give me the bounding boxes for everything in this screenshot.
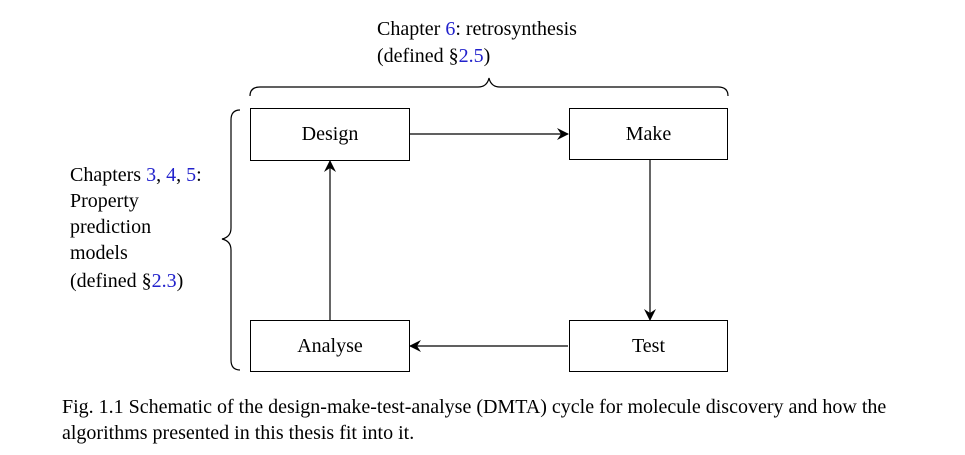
chapter-6-link[interactable]: 6 — [445, 18, 456, 40]
chapter-5-link[interactable]: 5 — [186, 164, 197, 186]
node-design: Design — [250, 108, 410, 161]
left-label-line4: models — [70, 242, 128, 264]
left-label-line1: Chapters 3, 4, 5: — [70, 164, 202, 186]
left-label-line2: Property — [70, 190, 139, 212]
left-label-line5: (defined §2.3) — [70, 270, 184, 292]
left-brace — [221, 109, 241, 371]
top-brace — [249, 77, 729, 97]
section-2-3-link[interactable]: 2.3 — [151, 270, 177, 292]
node-make: Make — [569, 108, 728, 160]
chapter-3-link[interactable]: 3 — [146, 164, 157, 186]
left-label-line3: prediction — [70, 216, 152, 238]
figure-caption: Fig. 1.1 Schematic of the design-make-te… — [62, 396, 887, 444]
node-analyse: Analyse — [250, 320, 410, 372]
section-2-5-link[interactable]: 2.5 — [458, 45, 484, 67]
node-test: Test — [569, 320, 728, 372]
chapter-4-link[interactable]: 4 — [166, 164, 177, 186]
top-label-line1: Chapter 6: retrosynthesis — [377, 18, 577, 40]
top-label-line2: (defined §2.5) — [377, 45, 491, 67]
